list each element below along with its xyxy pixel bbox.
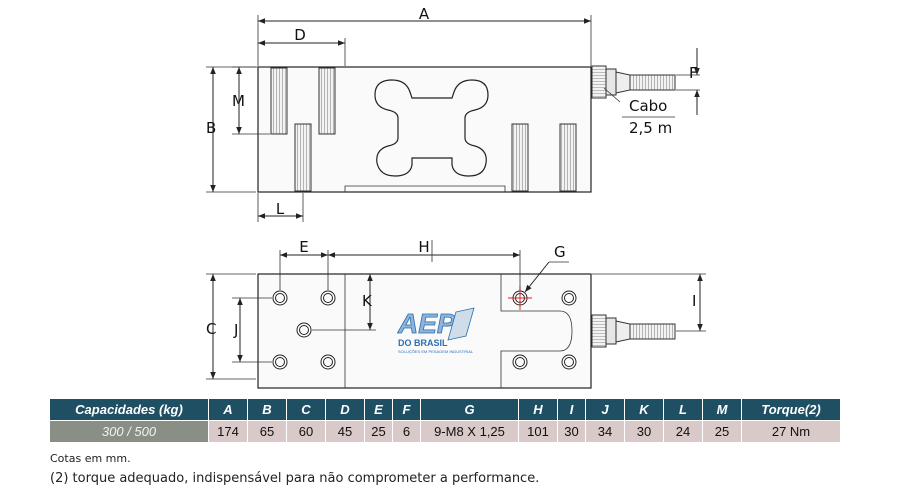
svg-text:SOLUÇÕES EM PESAGEM INDUSTRIAL: SOLUÇÕES EM PESAGEM INDUSTRIAL bbox=[398, 349, 474, 354]
header-l: L bbox=[663, 398, 703, 421]
cell-f: 6 bbox=[392, 420, 421, 443]
cell-l: 24 bbox=[663, 420, 703, 443]
header-k: K bbox=[624, 398, 664, 421]
threaded-hole-4 bbox=[511, 123, 529, 192]
cell-k: 30 bbox=[624, 420, 664, 443]
cell-capacity: 300 / 500 bbox=[49, 420, 209, 443]
header-i: I bbox=[557, 398, 586, 421]
threaded-hole-5 bbox=[559, 123, 577, 192]
top-view: AEP DO BRASIL SOLUÇÕES EM PESAGEM INDUST… bbox=[206, 238, 706, 389]
cell-h: 101 bbox=[518, 420, 558, 443]
cell-b: 65 bbox=[247, 420, 287, 443]
torque-note: (2) torque adequado, indispensável para … bbox=[50, 471, 540, 486]
dimension-label-m: M bbox=[232, 92, 245, 110]
dimension-label-l: L bbox=[276, 200, 285, 218]
cable-gland-side bbox=[591, 65, 676, 103]
svg-text:AEP: AEP bbox=[397, 308, 456, 339]
header-h: H bbox=[518, 398, 558, 421]
dimension-label-i: I bbox=[692, 292, 696, 310]
cell-e: 25 bbox=[364, 420, 393, 443]
dimension-label-f: F bbox=[689, 64, 698, 82]
cell-i: 30 bbox=[557, 420, 586, 443]
central-cutout bbox=[374, 79, 489, 177]
dimension-label-a: A bbox=[419, 5, 430, 23]
header-d: D bbox=[325, 398, 365, 421]
cell-g: 9-M8 X 1,25 bbox=[420, 420, 519, 443]
header-b: B bbox=[247, 398, 287, 421]
cell-a: 174 bbox=[208, 420, 248, 443]
dimension-label-c: C bbox=[206, 320, 216, 338]
header-f: F bbox=[392, 398, 421, 421]
dimension-label-b: B bbox=[206, 119, 216, 137]
aep-logo: AEP DO BRASIL SOLUÇÕES EM PESAGEM INDUST… bbox=[397, 307, 475, 354]
cell-j: 34 bbox=[585, 420, 625, 443]
header-e: E bbox=[364, 398, 393, 421]
svg-text:DO BRASIL: DO BRASIL bbox=[398, 338, 448, 348]
threaded-hole-2 bbox=[318, 67, 336, 135]
cable-gland-top bbox=[591, 314, 676, 348]
cell-c: 60 bbox=[286, 420, 326, 443]
header-a: A bbox=[208, 398, 248, 421]
side-view: A D M B L F Cabo 2,5 m bbox=[206, 5, 700, 222]
cable-label: Cabo bbox=[629, 97, 667, 115]
load-cell-technical-drawing: A D M B L F Cabo 2,5 m bbox=[206, 5, 706, 389]
specifications-table: Capacidades (kg) A B C D E F G H I J K L… bbox=[49, 398, 841, 443]
header-m: M bbox=[702, 398, 742, 421]
cell-d: 45 bbox=[325, 420, 365, 443]
header-g: G bbox=[420, 398, 519, 421]
cell-m: 25 bbox=[702, 420, 742, 443]
table-header-row: Capacidades (kg) A B C D E F G H I J K L… bbox=[49, 398, 841, 421]
threaded-hole-3 bbox=[294, 123, 312, 192]
dimension-label-k: K bbox=[362, 292, 373, 310]
header-j: J bbox=[585, 398, 625, 421]
header-capacity: Capacidades (kg) bbox=[49, 398, 209, 421]
table-row: 300 / 500 174 65 60 45 25 6 9-M8 X 1,25 … bbox=[49, 420, 841, 443]
cable-length: 2,5 m bbox=[629, 119, 672, 137]
dimension-label-j: J bbox=[233, 321, 238, 339]
slot-cutout bbox=[500, 274, 573, 388]
header-c: C bbox=[286, 398, 326, 421]
dimension-label-d: D bbox=[294, 26, 306, 44]
header-torque: Torque(2) bbox=[741, 398, 841, 421]
threaded-hole-1 bbox=[270, 67, 288, 135]
units-note: Cotas em mm. bbox=[50, 452, 131, 465]
cell-torque: 27 Nm bbox=[741, 420, 841, 443]
dimension-label-e: E bbox=[299, 238, 308, 256]
load-cell-body-top bbox=[257, 273, 592, 389]
dimension-label-g: G bbox=[554, 243, 566, 261]
dimension-label-h: H bbox=[418, 238, 429, 256]
